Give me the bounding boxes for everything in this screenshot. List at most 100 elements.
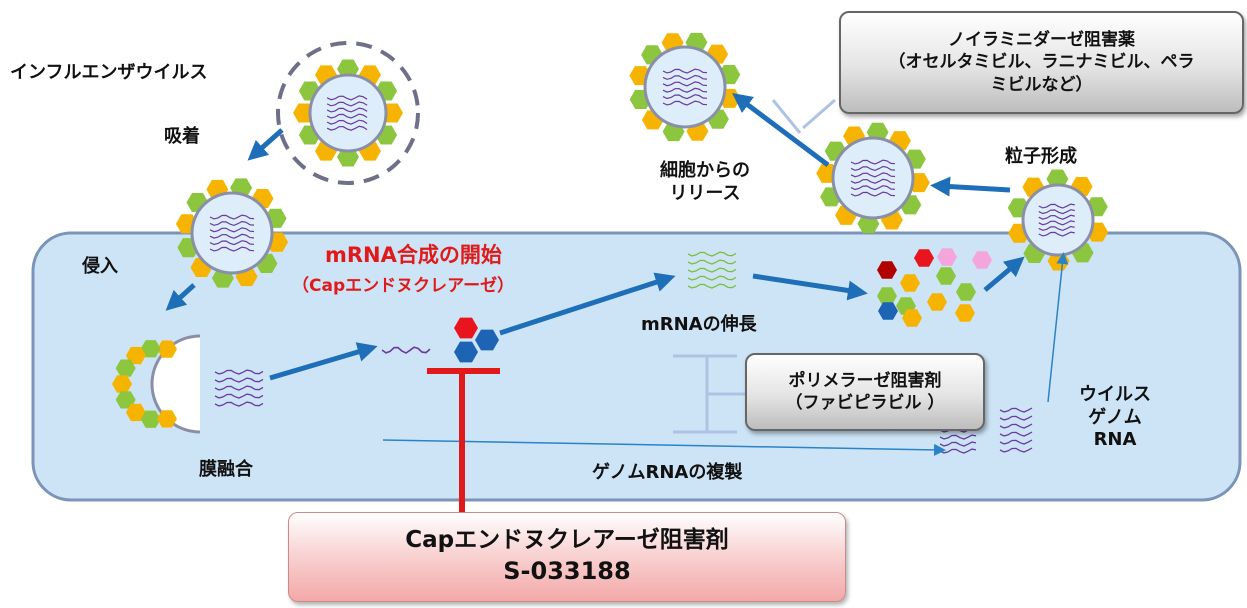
virus-capsid <box>1021 183 1095 257</box>
virus-free <box>293 59 403 167</box>
label-mrna-elongation: mRNAの伸長 <box>641 314 757 335</box>
rna-strand <box>687 251 737 257</box>
virus-rna-strand <box>662 87 708 93</box>
label-particle-formation: 粒子形成 <box>1005 146 1077 167</box>
spike-hexagon <box>115 359 136 377</box>
label-membrane-fusion: 膜融合 <box>199 459 253 480</box>
arrow-particle-leftward <box>930 176 1011 197</box>
rna-strand <box>687 275 737 281</box>
virus-capsid <box>643 45 727 129</box>
rna-strand <box>999 415 1033 421</box>
virus-rna-strand <box>1038 214 1075 220</box>
virus-released <box>629 32 741 142</box>
label-cap-endonuclease: （Capエンドヌクレアーゼ） <box>292 276 515 296</box>
rna-strand <box>214 369 264 375</box>
endosome <box>112 334 201 434</box>
viral-protein-hexagon <box>955 304 975 322</box>
virus-rna-strand <box>209 246 255 252</box>
spike-hexagon <box>125 403 146 422</box>
virus-rna-strand <box>662 68 708 74</box>
spike-hexagon <box>140 340 161 358</box>
arrow-genome-replication <box>382 439 946 456</box>
virus-rna-strand <box>209 233 255 239</box>
polymerase-inhibitor-box: ポリメラーゼ阻害剤 （ファビピラビル ） <box>745 353 985 431</box>
rna-strand <box>939 434 977 440</box>
virus-rna-strand <box>662 100 708 106</box>
neuraminidase-line1: ノイラミニダーゼ阻害薬 <box>948 30 1135 51</box>
virus-capsid <box>831 136 915 220</box>
polymerase-line1: ポリメラーゼ阻害剤 <box>788 370 942 391</box>
cap-inhibitor-line1: Capエンドヌクレアーゼ阻害剤 <box>405 527 729 554</box>
label-adsorption: 吸着 <box>164 126 200 147</box>
label-mrna-synthesis-start: mRNA合成の開始 <box>325 243 502 267</box>
virus-capsid <box>190 191 274 275</box>
rna-strand <box>214 401 264 407</box>
virus-rna-strand <box>662 81 708 87</box>
virus-capsid <box>308 73 388 153</box>
label-entry: 侵入 <box>82 256 118 277</box>
arrow-fusion-to-mrna <box>269 342 378 381</box>
spike-hexagon <box>157 410 177 428</box>
cap-endonuclease-inhibitor-box: Capエンドヌクレアーゼ阻害剤 S-033188 <box>288 512 846 602</box>
virus-rna-strand <box>850 172 896 178</box>
viral-protein-hexagon <box>877 261 897 279</box>
viral-protein-hexagon <box>914 249 934 267</box>
virus-rna-strand <box>326 119 368 125</box>
label-release-line2: リリース <box>669 182 741 204</box>
neuraminidase-inhibition-symbol <box>771 98 836 134</box>
spike-hexagon <box>337 147 359 167</box>
arrow-entry <box>165 283 196 311</box>
virus-rna-strand <box>850 178 896 184</box>
virus-rna-strand <box>1038 231 1075 237</box>
virus-rna-strand <box>850 185 896 191</box>
rna-strand <box>999 447 1033 453</box>
rna-capped-strand <box>381 346 431 354</box>
virus-rna-strand <box>850 159 896 165</box>
rna-strand <box>214 377 264 383</box>
neuraminidase-line2: （オセルタミビル、ラニナミビル、ペラ <box>888 52 1195 73</box>
label-genome-rna-replication: ゲノムRNAの複製 <box>592 462 743 483</box>
label-viral-genome-rna-line3: RNA <box>1093 429 1137 450</box>
label-release: 細胞からの リリース <box>638 160 772 205</box>
rna-strand <box>687 267 737 273</box>
viral-protein-hexagon <box>877 287 897 305</box>
rna-strand <box>214 385 264 391</box>
rna-released-bundle <box>214 369 264 407</box>
rna-strand <box>939 441 977 447</box>
arrow-mrna-elongation <box>499 272 676 336</box>
cap-inhibitor-line2: S-033188 <box>503 557 631 586</box>
virus-rna-strand <box>850 191 896 197</box>
viral-protein-hexagon <box>900 274 920 292</box>
endosome-membrane <box>150 334 201 434</box>
virus-rna-strand <box>1038 220 1075 226</box>
neuraminidase-line3: ミビルなど） <box>990 74 1093 95</box>
cap-inhibition-symbol <box>427 368 500 512</box>
virus-rna-strand <box>326 95 368 101</box>
arrow-adsorption <box>247 128 284 161</box>
virus-rna-strand <box>662 94 708 100</box>
arrow-genome-to-particle <box>1047 252 1069 403</box>
rna-strand <box>999 423 1033 429</box>
viral-protein-hexagon <box>936 267 956 285</box>
rna-strand <box>687 283 737 289</box>
viral-protein-hexagon <box>927 293 947 311</box>
virus-rna-strand <box>326 125 368 131</box>
viral-protein-hexagon <box>956 283 976 301</box>
cap-hexagon-blue <box>475 329 499 351</box>
virus-rna-strand <box>1038 209 1075 215</box>
label-influenza-virus: インフルエンザウイルス <box>10 62 208 83</box>
spike-hexagon <box>112 375 132 393</box>
mrna-green-bundle <box>687 251 737 289</box>
virus-rna-strand <box>209 220 255 227</box>
virus-adsorbing <box>175 178 289 288</box>
rna-strand <box>999 439 1033 445</box>
viral-protein-hexagon <box>902 309 922 327</box>
genome-rna-bundle-2 <box>999 407 1033 453</box>
virus-rna-strand <box>326 101 368 107</box>
spike-hexagon <box>337 59 359 79</box>
spike-hexagon <box>157 340 177 358</box>
virus-rna-strand <box>326 107 368 113</box>
arrow-translation <box>752 273 868 301</box>
